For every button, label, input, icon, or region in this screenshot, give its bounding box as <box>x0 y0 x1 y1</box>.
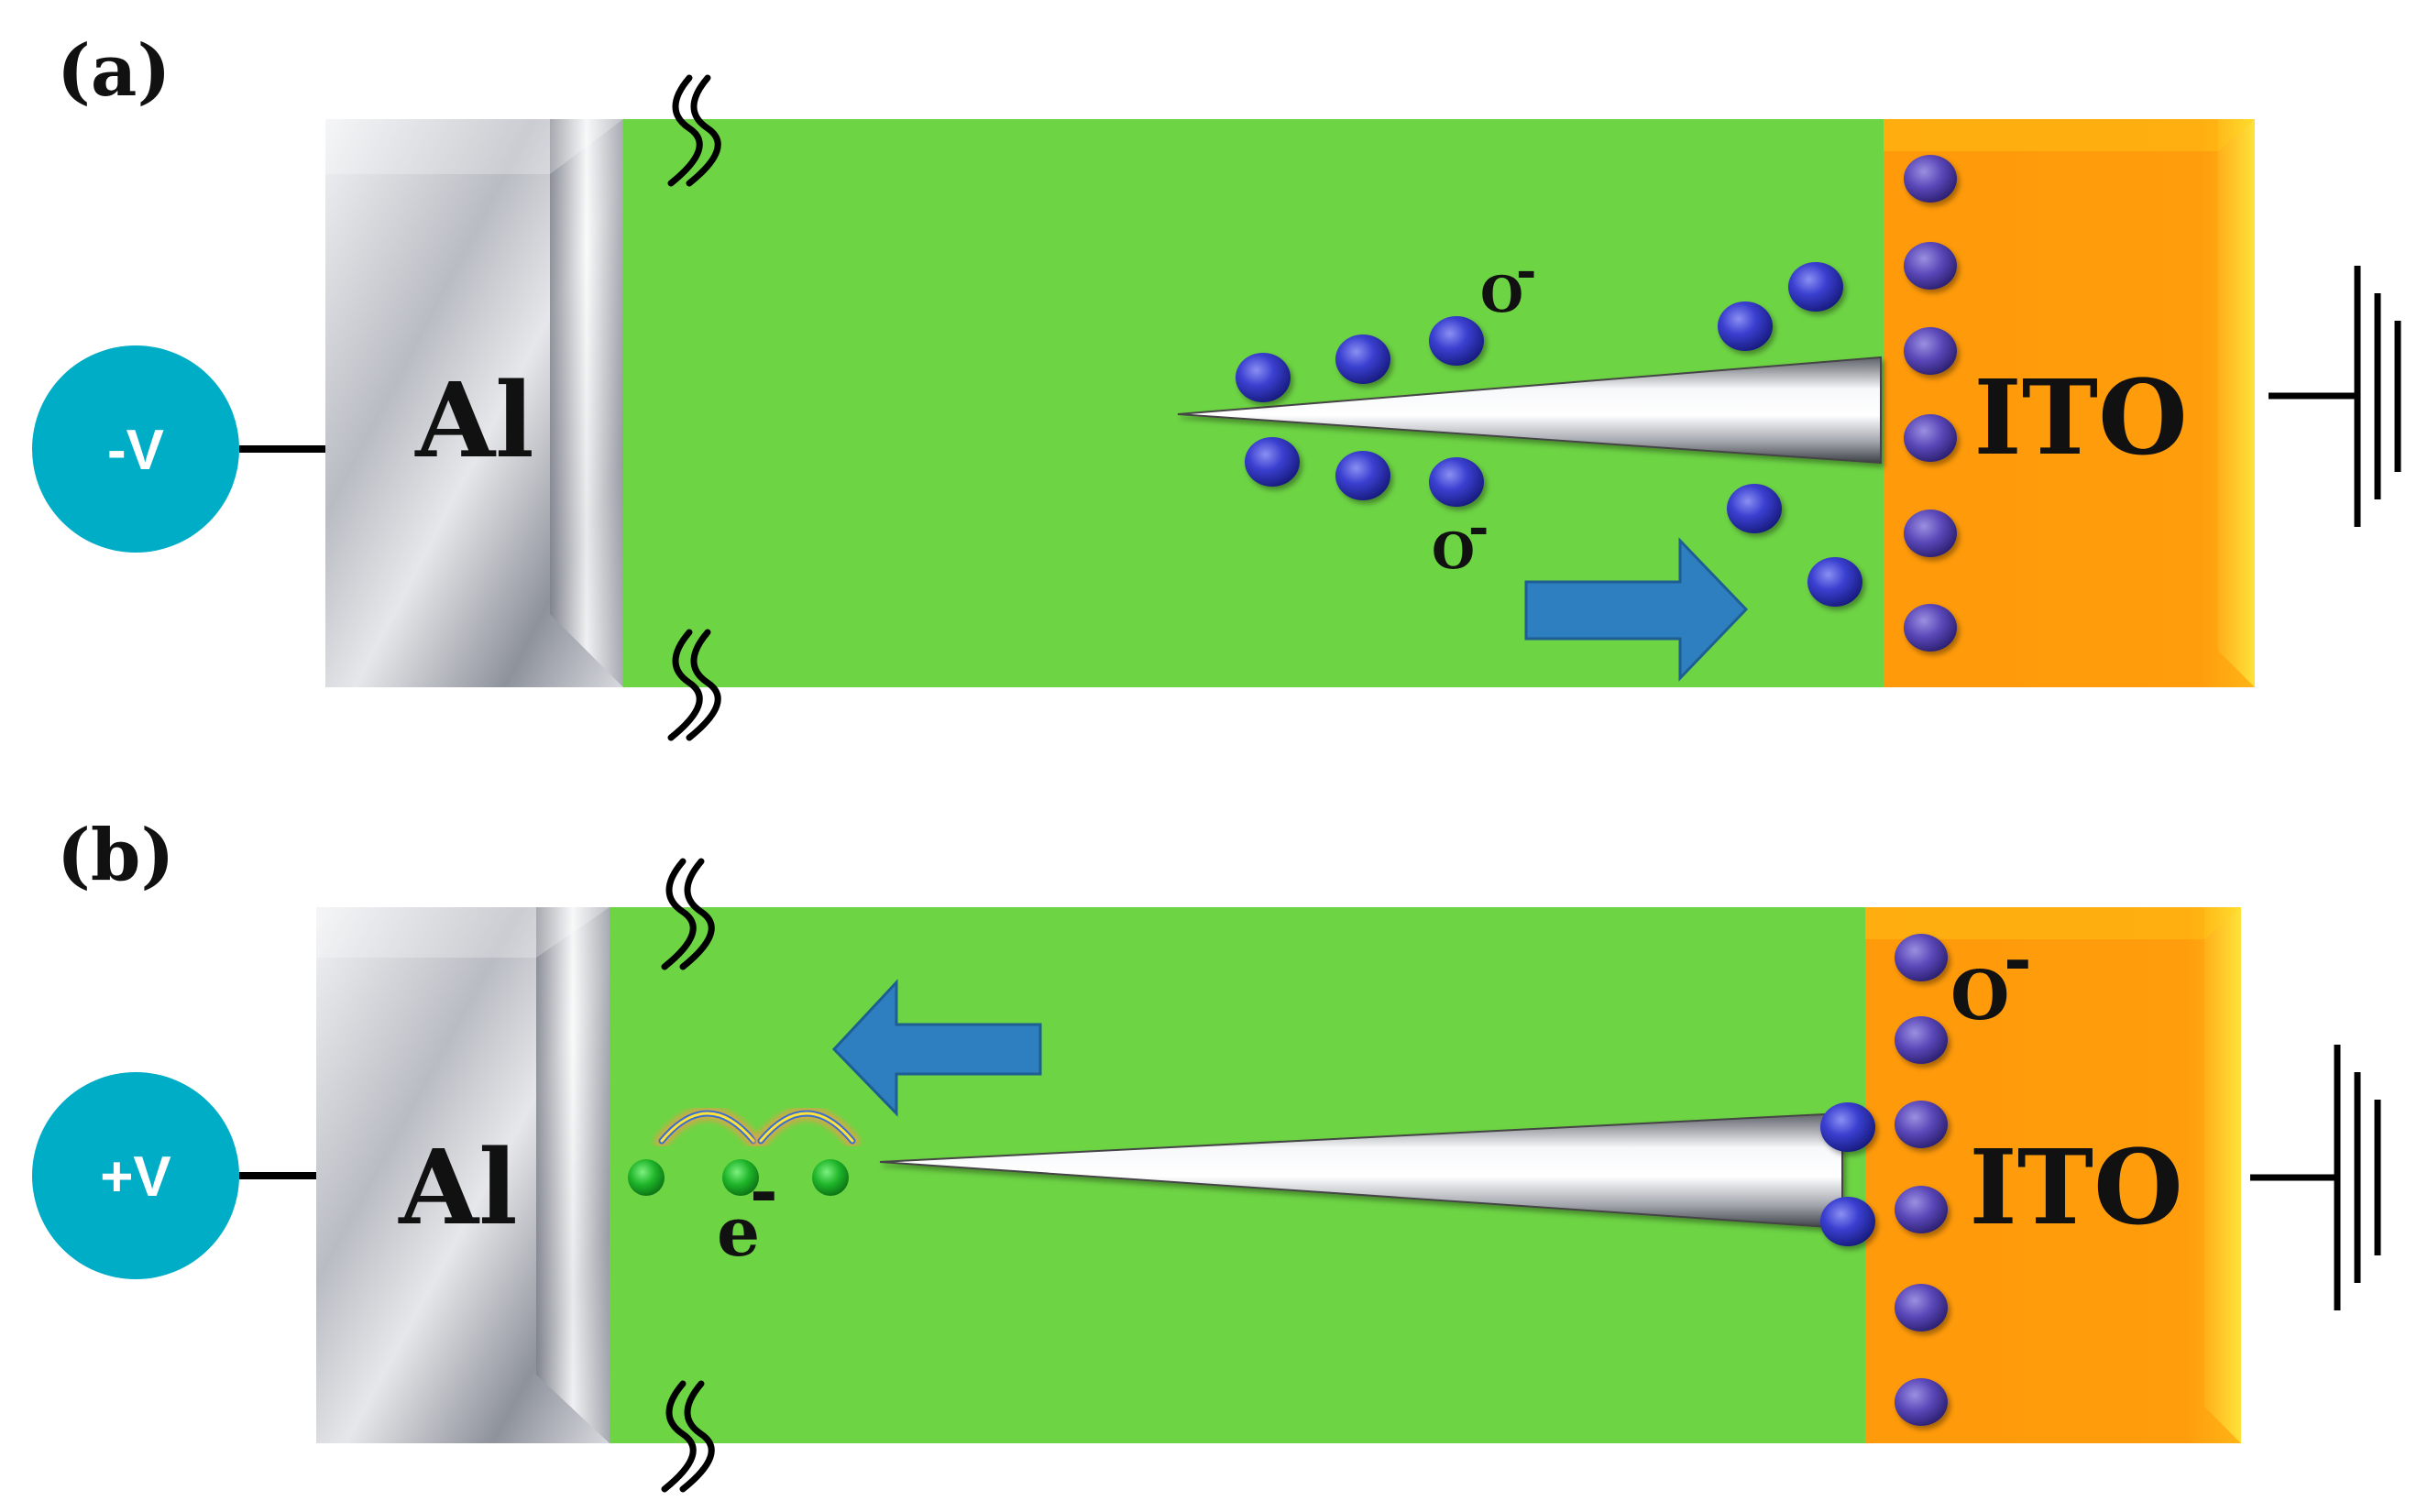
oxygen-ion <box>1727 484 1782 533</box>
break-mark-icon <box>667 629 721 741</box>
electron-hopping: e - <box>628 1106 860 1272</box>
oxygen-ion <box>1904 604 1957 652</box>
arrow-right-icon <box>1524 537 1749 682</box>
oxygen-ion <box>1807 557 1862 607</box>
svg-text:-: - <box>1468 498 1489 556</box>
svg-text:O: O <box>1432 521 1475 580</box>
oxygen-ion <box>1904 155 1957 203</box>
oxygen-ion <box>1895 1378 1948 1426</box>
electron-charge: - <box>750 1152 778 1231</box>
break-mark-icon <box>661 858 715 970</box>
voltage-source-b: +V <box>32 1072 316 1279</box>
oxygen-ion <box>1895 934 1948 981</box>
ito-electrode-a: ITO <box>1884 119 2255 687</box>
svg-text:-: - <box>1516 241 1536 300</box>
al-electrode-b: Al <box>316 907 610 1443</box>
voltage-source-circle <box>32 1072 239 1279</box>
conductive-filament-b <box>879 1112 1843 1230</box>
oxygen-ions-ito-b <box>1820 934 1948 1426</box>
ito-label-a: ITO <box>1973 358 2187 478</box>
oxygen-ion <box>1904 242 1957 290</box>
panel-b-label: (b) <box>57 814 174 897</box>
oxygen-ion <box>1236 353 1291 402</box>
hop-arc-highlight <box>759 1112 854 1143</box>
al-electrode-a: Al <box>325 119 623 687</box>
hop-arc-highlight <box>660 1112 755 1143</box>
ground-icon <box>2250 1045 2381 1310</box>
voltage-source-circle <box>32 345 239 553</box>
oxygen-ion <box>1820 1197 1875 1246</box>
al-bevel <box>536 907 610 1443</box>
oxygen-ion <box>1245 437 1300 487</box>
electron <box>628 1159 665 1196</box>
oxygen-ion <box>1895 1186 1948 1233</box>
svg-text:O: O <box>1480 265 1523 323</box>
oxygen-ion <box>1335 334 1390 384</box>
ito-label-b: ITO <box>1969 1128 2182 1248</box>
oxygen-ion <box>1820 1102 1875 1152</box>
oxygen-ion <box>1895 1016 1948 1064</box>
al-label-a: Al <box>414 361 533 481</box>
ito-electrode-b: ITO <box>1865 907 2241 1443</box>
svg-text:O: O <box>1950 957 2009 1035</box>
ito-block <box>1865 907 2241 1443</box>
panel-b: (b) +V Al ITO <box>32 814 2381 1493</box>
arrow-left-icon <box>831 979 1042 1117</box>
svg-text:-: - <box>2004 920 2032 999</box>
al-top-bevel <box>325 119 623 174</box>
oxygen-ion <box>1904 414 1957 462</box>
break-mark-icon <box>661 1380 715 1493</box>
ion-label-top-a: O - <box>1480 241 1536 323</box>
ion-label-bottom-a: O - <box>1432 498 1489 580</box>
al-top-bevel <box>316 907 610 958</box>
electron <box>722 1159 759 1196</box>
oxygen-ion <box>1904 509 1957 557</box>
conductive-filament-a <box>1177 356 1882 465</box>
oxygen-ion <box>1335 451 1390 500</box>
oxygen-ion <box>1895 1284 1948 1331</box>
ito-top-bevel <box>1884 119 2255 151</box>
panel-a: (a) -V Al ITO <box>32 29 2401 741</box>
ground-icon <box>2269 266 2401 527</box>
al-label-b: Al <box>398 1128 517 1248</box>
ito-bevel <box>2218 119 2255 687</box>
al-bevel <box>550 119 623 687</box>
voltage-label-a: -V <box>107 419 164 482</box>
ito-block <box>1884 119 2255 687</box>
voltage-source-a: -V <box>32 345 325 553</box>
oxygen-ion <box>1788 262 1843 312</box>
oxygen-ion <box>1429 316 1484 366</box>
oxygen-ion <box>1718 301 1773 351</box>
oxygen-ions-a <box>1236 262 1862 607</box>
break-mark-icon <box>667 74 721 187</box>
ito-bevel <box>2204 907 2241 1443</box>
panel-a-label: (a) <box>57 29 170 113</box>
ito-top-bevel <box>1865 907 2241 939</box>
voltage-label-b: +V <box>100 1145 171 1209</box>
oxygen-ion <box>1429 457 1484 507</box>
oxygen-ion <box>1895 1101 1948 1148</box>
oxygen-ion <box>1904 327 1957 375</box>
electron <box>812 1159 849 1196</box>
oxygen-ions-ito-a <box>1904 155 1957 652</box>
ion-label-b: O - <box>1950 920 2032 1035</box>
electron-label: e <box>717 1193 760 1272</box>
